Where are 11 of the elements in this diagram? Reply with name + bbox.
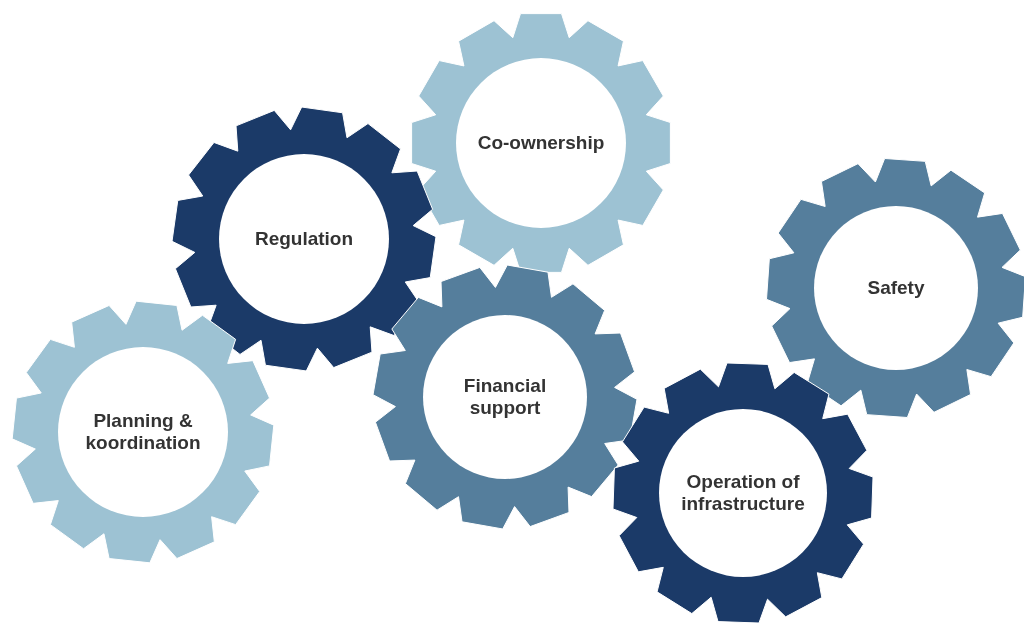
- gear-label: Financial support: [462, 375, 548, 419]
- gear: [612, 362, 874, 623]
- gear: [766, 158, 1024, 418]
- gear-label: Operation of infrastructure: [680, 471, 806, 515]
- gear: [12, 301, 274, 563]
- gear-label: Regulation: [253, 228, 355, 250]
- gear-label: Safety: [866, 277, 926, 299]
- gear: [410, 12, 672, 274]
- gear: [373, 265, 637, 529]
- gear-label: Planning & koordination: [84, 410, 202, 454]
- gear-label: Co-ownership: [476, 132, 606, 154]
